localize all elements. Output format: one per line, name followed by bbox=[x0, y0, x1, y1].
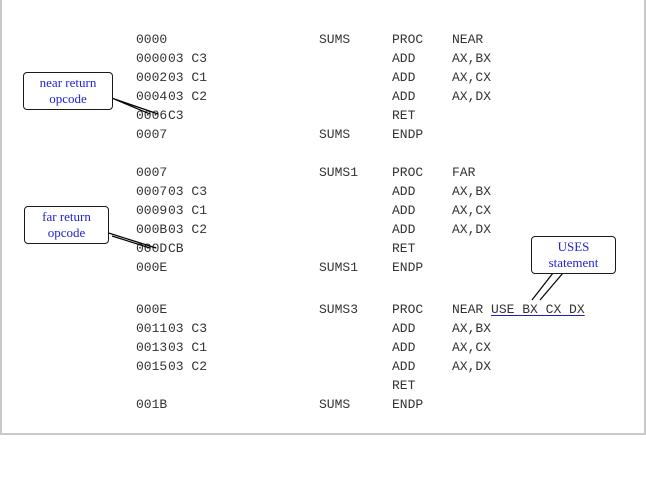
listing-line: RET bbox=[0, 378, 646, 394]
machine-code: 03 C1 bbox=[168, 340, 208, 355]
machine-code: 03 C1 bbox=[168, 203, 208, 218]
operand: AX,DX bbox=[452, 89, 492, 104]
address: 001B bbox=[136, 397, 168, 412]
operand: AX,DX bbox=[452, 222, 492, 237]
proc-label: SUMS1 bbox=[319, 260, 359, 275]
mnemonic: ADD bbox=[392, 340, 416, 355]
listing-line: 0007 03 C3 ADD AX,BX bbox=[0, 184, 646, 200]
mnemonic: ADD bbox=[392, 321, 416, 336]
mnemonic: RET bbox=[392, 378, 416, 393]
near-return-leader-edge bbox=[113, 98, 151, 115]
directive: PROC bbox=[392, 165, 424, 180]
address: 000E bbox=[136, 260, 168, 275]
mnemonic: RET bbox=[392, 108, 416, 123]
mnemonic: ADD bbox=[392, 203, 416, 218]
listing-line: 0007 SUMS1 PROC FAR bbox=[0, 165, 646, 181]
operand: AX,CX bbox=[452, 203, 492, 218]
uses-leader bbox=[531, 272, 554, 301]
listing-line: 001B SUMS ENDP bbox=[0, 397, 646, 413]
assembly-listing: 0000 SUMS PROC NEAR 0000 03 C3 ADD AX,BX… bbox=[0, 32, 646, 413]
listing-line: 0011 03 C3 ADD AX,BX bbox=[0, 321, 646, 337]
proc-label: SUMS3 bbox=[319, 302, 359, 317]
address: 0007 bbox=[136, 184, 168, 199]
machine-code: C3 bbox=[168, 108, 184, 123]
address: 0004 bbox=[136, 89, 168, 104]
machine-code: 03 C1 bbox=[168, 70, 208, 85]
proc-label: SUMS bbox=[319, 127, 351, 142]
page-frame bbox=[0, 0, 646, 435]
address: 0002 bbox=[136, 70, 168, 85]
operand: AX,DX bbox=[452, 359, 492, 374]
operand: FAR bbox=[452, 165, 476, 180]
listing-line: 0004 03 C2 ADD AX,DX bbox=[0, 89, 646, 105]
machine-code: 03 C2 bbox=[168, 89, 208, 104]
listing-line: 0007 SUMS ENDP bbox=[0, 127, 646, 143]
operand: NEAR bbox=[452, 32, 484, 47]
far-return-leader-edge bbox=[111, 235, 151, 249]
address: 000B bbox=[136, 222, 168, 237]
callout-line: statement bbox=[548, 255, 599, 270]
address: 0007 bbox=[136, 127, 168, 142]
callout-line: USES bbox=[557, 239, 590, 254]
operand: AX,BX bbox=[452, 321, 492, 336]
address: 000E bbox=[136, 302, 168, 317]
mnemonic: ADD bbox=[392, 51, 416, 66]
machine-code: 03 C3 bbox=[168, 51, 208, 66]
address: 0000 bbox=[136, 51, 168, 66]
directive: PROC bbox=[392, 32, 424, 47]
address: 0007 bbox=[136, 165, 168, 180]
directive: ENDP bbox=[392, 260, 424, 275]
listing-line: 0015 03 C2 ADD AX,DX bbox=[0, 359, 646, 375]
operand: AX,CX bbox=[452, 340, 492, 355]
uses-statement-callout: USES statement bbox=[531, 236, 616, 274]
directive: PROC bbox=[392, 302, 424, 317]
uses-leader-edge bbox=[539, 272, 564, 301]
listing-line: 0000 SUMS PROC NEAR bbox=[0, 32, 646, 48]
mnemonic: RET bbox=[392, 241, 416, 256]
uses-clause: USE BX CX DX bbox=[491, 302, 585, 317]
operand: AX,BX bbox=[452, 51, 492, 66]
listing-line: 0013 03 C1 ADD AX,CX bbox=[0, 340, 646, 356]
listing-line: 0009 03 C1 ADD AX,CX bbox=[0, 203, 646, 219]
operand: AX,CX bbox=[452, 70, 492, 85]
callout-line: near return bbox=[39, 75, 97, 90]
near-return-callout: near return opcode bbox=[23, 72, 113, 110]
machine-code: 03 C3 bbox=[168, 184, 208, 199]
callout-line: opcode bbox=[47, 225, 86, 240]
mnemonic: ADD bbox=[392, 89, 416, 104]
mnemonic: ADD bbox=[392, 359, 416, 374]
address: 0013 bbox=[136, 340, 168, 355]
address: 0009 bbox=[136, 203, 168, 218]
proc-label: SUMS bbox=[319, 32, 351, 47]
proc-type: NEAR bbox=[452, 302, 484, 317]
listing-line: 000B 03 C2 ADD AX,DX bbox=[0, 222, 646, 238]
machine-code: 03 C2 bbox=[168, 222, 208, 237]
listing-line: 000E SUMS3 PROC NEAR USE BX CX DX bbox=[0, 302, 646, 318]
directive: ENDP bbox=[392, 127, 424, 142]
address: 0011 bbox=[136, 321, 168, 336]
proc-label: SUMS1 bbox=[319, 165, 359, 180]
machine-code: 03 C2 bbox=[168, 359, 208, 374]
listing-line: 000E SUMS1 ENDP bbox=[0, 260, 646, 276]
listing-line: 0000 03 C3 ADD AX,BX bbox=[0, 51, 646, 67]
mnemonic: ADD bbox=[392, 184, 416, 199]
mnemonic: ADD bbox=[392, 70, 416, 85]
callout-line: opcode bbox=[49, 91, 87, 106]
operand: NEAR USE BX CX DX bbox=[452, 302, 585, 318]
machine-code: CB bbox=[168, 241, 184, 256]
proc-label: SUMS bbox=[319, 397, 351, 412]
directive: ENDP bbox=[392, 397, 424, 412]
callout-line: far return bbox=[42, 209, 91, 224]
mnemonic: ADD bbox=[392, 222, 416, 237]
listing-line: 0002 03 C1 ADD AX,CX bbox=[0, 70, 646, 86]
address: 0015 bbox=[136, 359, 168, 374]
machine-code: 03 C3 bbox=[168, 321, 208, 336]
far-return-callout: far return opcode bbox=[24, 206, 109, 244]
operand: AX,BX bbox=[452, 184, 492, 199]
address: 0000 bbox=[136, 32, 168, 47]
